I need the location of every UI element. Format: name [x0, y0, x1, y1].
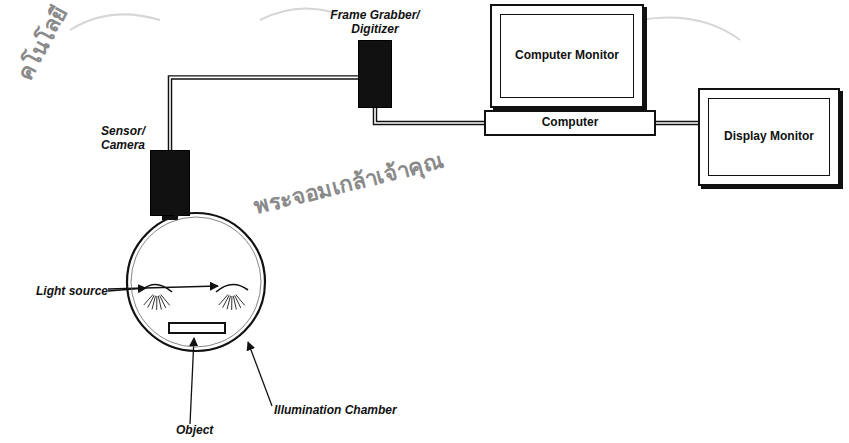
- node-label: Display Monitor: [724, 130, 814, 144]
- light-rays: [144, 295, 245, 310]
- frame-grabber: Frame Grabber/ Digitizer: [358, 40, 392, 108]
- watermark: คโนโลยี: [8, 0, 76, 86]
- node-label: Frame Grabber/ Digitizer: [327, 9, 423, 37]
- node-label: Illumination Chamber: [274, 404, 397, 418]
- screen: Display Monitor: [708, 98, 830, 176]
- screen: Computer Monitor: [500, 14, 634, 98]
- display-monitor: Display Monitor: [698, 88, 840, 186]
- camera-sensor: Sensor/ Camera: [150, 150, 190, 216]
- object-part: Object: [168, 322, 226, 334]
- cable: [656, 123, 698, 124]
- node-label: Computer Monitor: [515, 49, 619, 63]
- cable: [170, 77, 358, 150]
- computer-monitor: Computer Monitor: [490, 4, 644, 108]
- callout-label: Light source: [36, 284, 108, 298]
- node-label: Computer: [542, 116, 599, 130]
- node-label: Object: [176, 424, 213, 438]
- cable: [375, 108, 484, 123]
- watermark: พระจอมเกล้าเจ้าคุณ: [250, 143, 447, 224]
- computer-box: Computer: [484, 110, 656, 136]
- illumination-chamber: Illumination ChamberObject: [126, 212, 266, 352]
- node-label: Sensor/ Camera: [83, 125, 145, 153]
